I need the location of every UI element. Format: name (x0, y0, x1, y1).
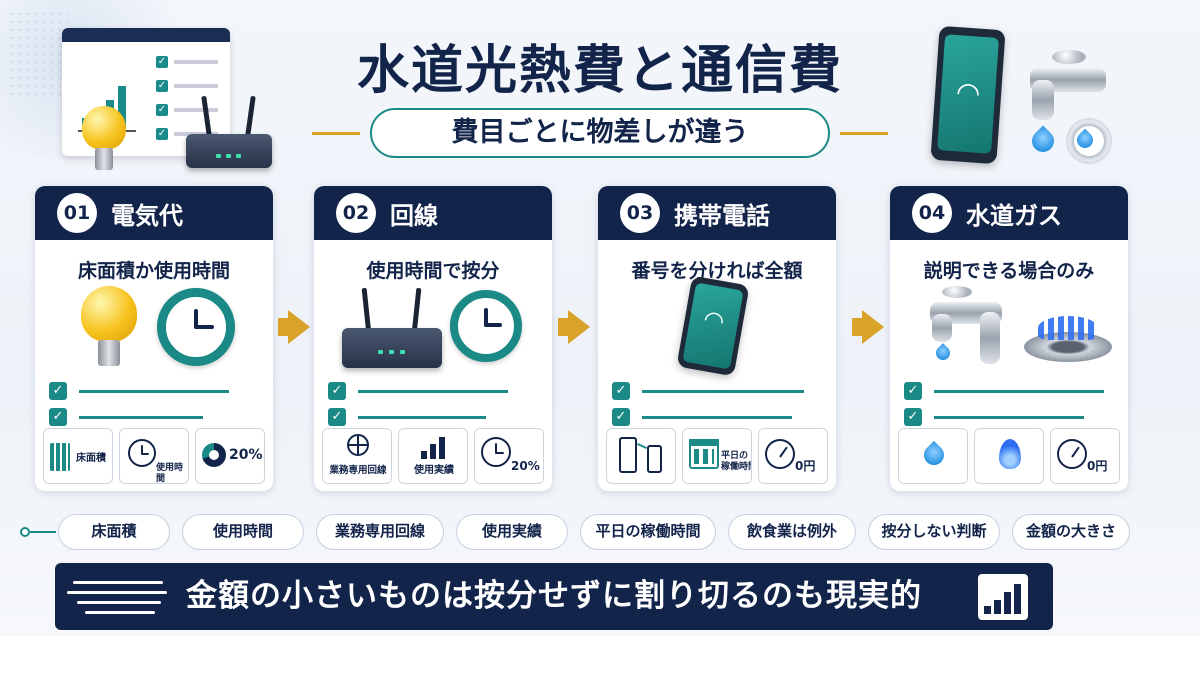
checkbox-icon: ✓ (904, 382, 922, 400)
checkbox-icon: ✓ (612, 382, 630, 400)
tag-restaurant-exception: 飲食業は例外 (728, 514, 856, 550)
card-number: 04 (912, 193, 952, 233)
tile-water (898, 428, 968, 484)
checkbox-icon: ✓ (612, 408, 630, 426)
card-number: 01 (57, 193, 97, 233)
gas-flame-icon (1038, 316, 1098, 340)
card-number: 02 (336, 193, 376, 233)
globe-icon (347, 434, 369, 456)
gauge-icon (765, 439, 795, 469)
gas-stove-icon (1024, 316, 1112, 362)
tile-zero-yen: 0円 (1050, 428, 1120, 484)
checkbox-icon: ✓ (328, 382, 346, 400)
tile-gas (974, 428, 1044, 484)
card-title: 回線 (390, 201, 438, 230)
tile-percentage: 20% (474, 428, 544, 484)
clock-icon (128, 439, 156, 467)
checkbox-icon: ✓ (328, 408, 346, 426)
tag-amount-size: 金額の大きさ (1012, 514, 1130, 550)
smartphone-icon: ◠ (676, 275, 750, 377)
bullet-dot-icon (20, 527, 30, 537)
tile-weekday-hours: 平日の 稼働時間 (682, 428, 752, 484)
card-title: 電気代 (111, 201, 183, 230)
gauge-icon (1057, 439, 1087, 469)
card-subtitle: 説明できる場合のみ (923, 260, 1095, 282)
water-drop-icon (919, 440, 949, 470)
tile-two-phones (606, 428, 676, 484)
gas-flame-icon (999, 439, 1021, 469)
card-electricity: 01 電気代 床面積か使用時間 ✓ ✓ 床面積 使用時間 (35, 186, 273, 491)
faucet-icon (1030, 50, 1110, 120)
router-icon (186, 95, 272, 168)
clock-icon (450, 290, 522, 362)
tag-floor-area: 床面積 (58, 514, 170, 550)
card-mobile-phone: 03 携帯電話 番号を分ければ全額 ◠ ✓ ✓ 平日の 稼働時間 (598, 186, 836, 491)
checkbox-icon: ✓ (49, 382, 67, 400)
keyword-tags: 床面積 使用時間 業務専用回線 使用実績 平日の稼働時間 飲食業は例外 按分しな… (0, 514, 1200, 550)
tile-business-line: 業務専用回線 (322, 428, 392, 484)
conclusion-banner: 金額の小さいものは按分せずに割り切るのも現実的 (55, 563, 1053, 630)
building-icon (50, 443, 70, 471)
tile-zero-yen: 0円 (758, 428, 828, 484)
card-subtitle: 床面積か使用時間 (77, 260, 230, 282)
tag-no-allocation: 按分しない判断 (868, 514, 1000, 550)
checkbox-icon: ✓ (49, 408, 67, 426)
card-title: 水道ガス (966, 201, 1062, 230)
arrow-right-icon (568, 310, 590, 344)
tile-percentage: 20% (195, 428, 265, 484)
bottom-strip (0, 636, 1200, 675)
subtitle: 費目ごとに物差しが違う (370, 108, 830, 158)
tag-usage-record: 使用実績 (456, 514, 568, 550)
clock-icon (157, 288, 235, 366)
card-subtitle: 番号を分ければ全額 (631, 260, 803, 282)
arrow-right-icon (288, 310, 310, 344)
tag-usage-time: 使用時間 (182, 514, 304, 550)
subtitle-area: 費目ごとに物差しが違う (0, 108, 1200, 158)
light-bulb-icon (81, 286, 137, 370)
bar-chart-icon (421, 435, 449, 459)
card-line: 02 回線 使用時間で按分 ✓ ✓ 業務専用回線 (314, 186, 552, 491)
decorative-dots (8, 10, 68, 100)
card-title: 携帯電話 (674, 201, 770, 230)
card-number: 03 (620, 193, 660, 233)
tile-floor-area: 床面積 (43, 428, 113, 484)
light-bulb-icon (82, 106, 126, 178)
card-water-gas: 04 水道ガス 説明できる場合のみ ✓ ✓ 0円 (890, 186, 1128, 491)
tag-weekday-hours: 平日の稼働時間 (580, 514, 716, 550)
banner-text: 金額の小さいものは按分せずに割り切るのも現実的 (186, 578, 922, 614)
arrow-right-icon (862, 310, 884, 344)
rising-chart-icon (978, 574, 1028, 620)
tile-usage-time: 使用時間 (119, 428, 189, 484)
checkbox-icon: ✓ (904, 408, 922, 426)
tag-business-line: 業務専用回線 (316, 514, 444, 550)
faucet-icon (926, 286, 1006, 366)
clock-icon (481, 437, 511, 467)
card-subtitle: 使用時間で按分 (366, 260, 500, 282)
tile-usage-record: 使用実績 (398, 428, 468, 484)
router-icon (342, 287, 442, 368)
page-title: 水道光熱費と通信費 (356, 41, 843, 101)
